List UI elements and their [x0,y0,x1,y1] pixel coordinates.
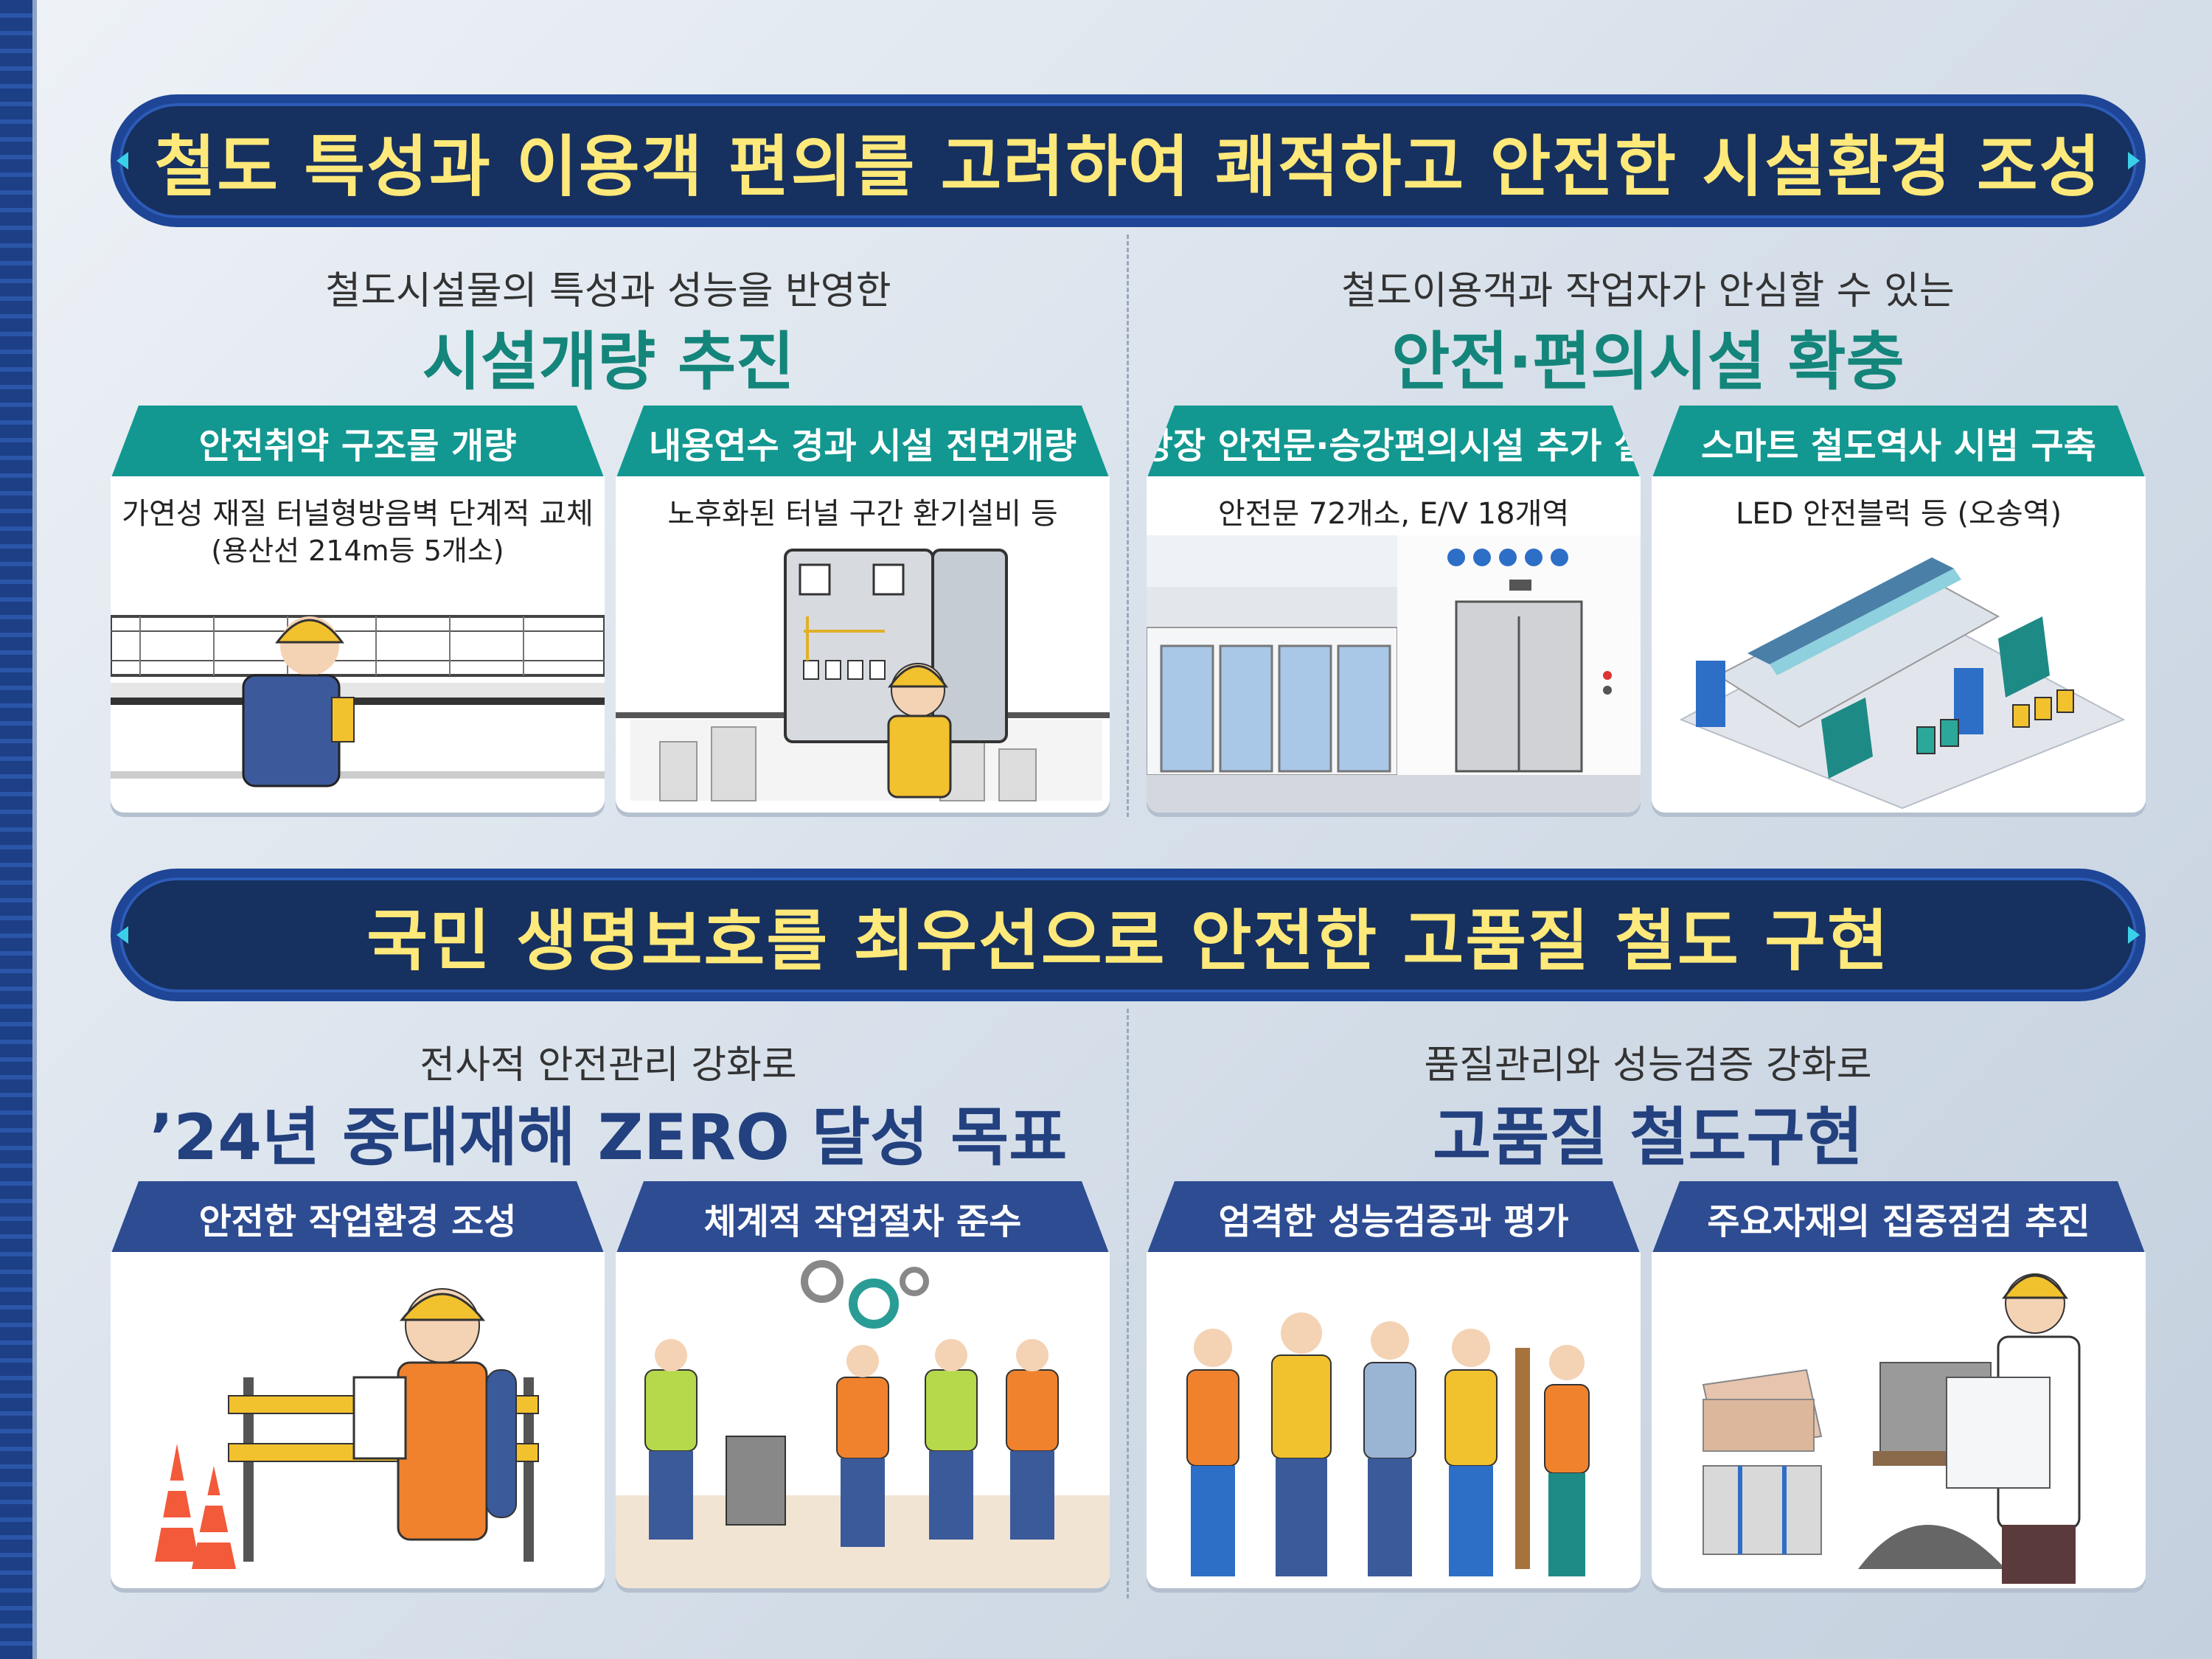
card5-body [111,1252,605,1588]
card3-tab: 승강장 안전문·승강편의시설 추가 설치 [1147,406,1641,479]
card-smart-station: 스마트 철도역사 시범 구축 LED 안전블럭 등 (오송역) [1652,406,2146,813]
arrow-right-icon [2128,152,2140,170]
card2-tab: 내용연수 경과 시설 전면개량 [616,406,1110,479]
card3-body: 안전문 72개소, E/V 18개역 [1147,476,1641,813]
card-safe-environment: 안전한 작업환경 조성 [111,1181,605,1588]
banner-top-inner: 철도 특성과 이용객 편의를 고려하여 쾌적하고 안전한 시설환경 조성 [119,103,2137,218]
engineer-team-illustration [1186,1312,1590,1576]
banner-top-title: 철도 특성과 이용객 편의를 고려하여 쾌적하고 안전한 시설환경 조성 [154,128,2102,206]
smart-station-illustration [1679,557,2126,810]
card2-body: 노후화된 터널 구간 환기설비 등 [616,476,1110,813]
arrow-right-icon [2128,926,2140,944]
divider-bottom [1127,1009,1129,1599]
section3-heading: ’24년 중대재해 ZERO 달성 목표 [149,1101,1068,1175]
section4-subtitle: 품질관리와 성능검증 강화로 [1424,1043,1872,1088]
section2-subtitle: 철도이용객과 작업자가 안심할 수 있는 [1341,269,1955,313]
ventilation-panel-illustration [616,549,1110,801]
banner-bottom-title: 국민 생명보호를 최우선으로 안전한 고품질 철도 구현 [366,902,1890,980]
card-platform-screen: 승강장 안전문·승강편의시설 추가 설치 안전문 72개소, E/V 18개역 [1147,406,1641,813]
banner-top: 철도 특성과 이용객 편의를 고려하여 쾌적하고 안전한 시설환경 조성 [111,94,2146,227]
card4-caption: LED 안전블럭 등 (오송역) [1735,497,2062,531]
section1-subtitle: 철도시설물의 특성과 성능을 반영한 [325,269,891,313]
section2-heading: 안전·편의시설 확충 [1391,325,1905,399]
card-performance-verification: 엄격한 성능검증과 평가 [1147,1181,1641,1588]
banner-bottom: 국민 생명보호를 최우선으로 안전한 고품질 철도 구현 [111,869,2146,1001]
material-inspection-illustration [1702,1273,2081,1584]
card3-caption: 안전문 72개소, E/V 18개역 [1217,497,1570,531]
card6-body [616,1252,1110,1588]
card1-caption2: (용산선 214m등 5개소) [211,535,504,567]
card-full-renovation: 내용연수 경과 시설 전면개량 노후화된 터널 구간 환기설비 등 [616,406,1110,813]
divider-top [1127,234,1129,817]
arrow-left-icon [116,152,128,170]
section4-heading: 고품질 철도구현 [1433,1101,1863,1175]
workers-gears-illustration [616,1260,1110,1588]
card8-tab: 주요자재의 집중점검 추진 [1652,1181,2146,1255]
safety-worker-barrier-illustration [155,1288,539,1569]
banner-bottom-inner: 국민 생명보호를 최우선으로 안전한 고품질 철도 구현 [119,877,2137,992]
card5-tab: 안전한 작업환경 조성 [111,1181,605,1255]
card8-body [1652,1252,2146,1588]
platform-door-elevator-illustration [1147,535,1641,813]
card2-caption: 노후화된 터널 구간 환기설비 등 [667,497,1058,531]
card1-caption: 가연성 재질 터널형방음벽 단계적 교체 [122,497,594,531]
section3-subtitle: 전사적 안전관리 강화로 [420,1043,797,1088]
left-decorative-stripe [0,0,37,1659]
card6-tab: 체계적 작업절차 준수 [616,1181,1110,1255]
card4-tab: 스마트 철도역사 시범 구축 [1652,406,2146,479]
card4-body: LED 안전블럭 등 (오송역) [1652,476,2146,813]
worker-soundwall-illustration [111,615,605,787]
card-material-inspection: 주요자재의 집중점검 추진 [1652,1181,2146,1588]
card7-body [1147,1252,1641,1588]
card1-tab: 안전취약 구조물 개량 [111,406,605,479]
card7-tab: 엄격한 성능검증과 평가 [1147,1181,1641,1255]
card-safety-structure: 안전취약 구조물 개량 가연성 재질 터널형방음벽 단계적 교체 (용산선 21… [111,406,605,813]
arrow-left-icon [116,926,128,944]
card-work-procedure: 체계적 작업절차 준수 [616,1181,1110,1588]
section1-heading: 시설개량 추진 [422,325,795,399]
card1-body: 가연성 재질 터널형방음벽 단계적 교체 (용산선 214m등 5개소) [111,476,605,813]
